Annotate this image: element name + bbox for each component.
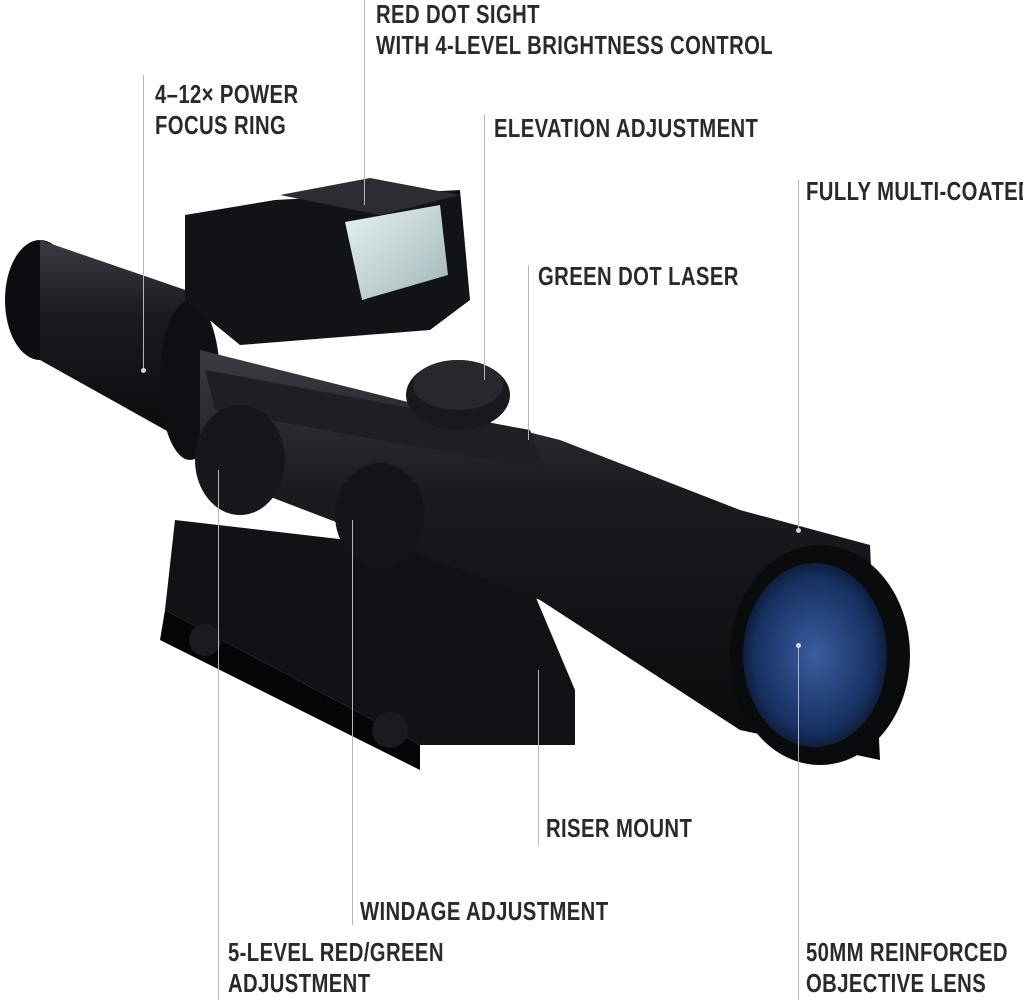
- red-dot-sight: [185, 178, 470, 345]
- callout-line: WINDAGE ADJUSTMENT: [360, 896, 609, 926]
- callout-line: RED DOT SIGHT: [376, 0, 540, 29]
- callout-line: WITH 4-LEVEL BRIGHTNESS CONTROL: [376, 30, 774, 60]
- callout-power-ring: 4–12× POWER FOCUS RING: [155, 79, 299, 141]
- leader-riser: [538, 670, 539, 845]
- callout-red-dot-sight: RED DOT SIGHT WITH 4-LEVEL BRIGHTNESS CO…: [376, 0, 773, 61]
- callout-riser: RISER MOUNT: [546, 813, 692, 844]
- callout-laser: GREEN DOT LASER: [538, 261, 739, 292]
- leader-objective: [798, 645, 799, 1000]
- leader-elevation: [484, 115, 485, 380]
- callout-line: 4–12× POWER: [155, 79, 299, 109]
- callout-objective: 50MM REINFORCED OBJECTIVE LENS: [806, 937, 1008, 999]
- leader-laser: [528, 265, 529, 440]
- callout-line: ELEVATION ADJUSTMENT: [494, 113, 759, 143]
- leader-dot: [796, 643, 801, 648]
- callout-line: 5-LEVEL RED/GREEN: [228, 937, 444, 967]
- callout-windage: WINDAGE ADJUSTMENT: [360, 896, 609, 927]
- main-tube: [200, 350, 910, 765]
- callout-line: GREEN DOT LASER: [538, 261, 739, 291]
- leader-dot: [796, 528, 801, 533]
- riser-mount: [160, 520, 575, 770]
- callout-line: RISER MOUNT: [546, 813, 693, 843]
- red-dot-glass: [345, 205, 448, 300]
- callout-red-green: 5-LEVEL RED/GREEN ADJUSTMENT: [228, 937, 444, 999]
- callout-line: ADJUSTMENT: [228, 968, 371, 998]
- callout-line: FOCUS RING: [155, 110, 287, 140]
- callout-line: FULLY MULTI-COATED: [806, 176, 1023, 206]
- callout-line: OBJECTIVE LENS: [806, 968, 987, 998]
- leader-dot: [141, 368, 146, 373]
- callout-coated: FULLY MULTI-COATED: [806, 176, 1023, 207]
- objective-lens: [743, 563, 887, 747]
- callout-line: 50MM REINFORCED: [806, 937, 1008, 967]
- turrets: [195, 360, 545, 567]
- leader-windage: [352, 520, 353, 925]
- callout-elevation: ELEVATION ADJUSTMENT: [494, 113, 758, 144]
- leader-power-ring: [143, 75, 144, 370]
- leader-red-green: [218, 470, 219, 1000]
- leader-red-dot: [364, 0, 365, 205]
- leader-coated: [798, 180, 799, 530]
